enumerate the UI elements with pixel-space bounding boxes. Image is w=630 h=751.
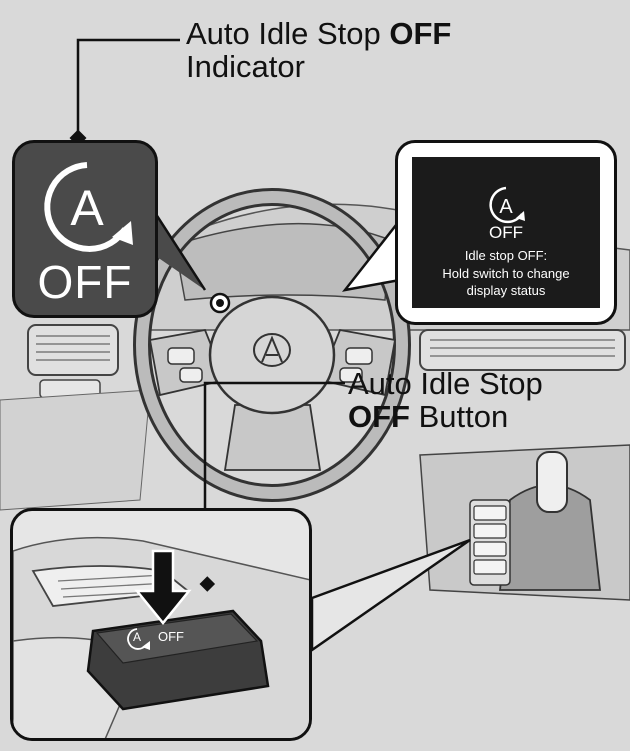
display-message: Idle stop OFF: Hold switch to change dis… [412,247,600,300]
icon-letter: A [499,196,513,218]
press-down-arrow [134,549,192,625]
button-callout: Auto Idle Stop OFF Button [348,366,543,434]
display-message-line2: Hold switch to change [442,265,570,281]
display-off-label: OFF [489,223,523,242]
indicator-callout-line1: Auto Idle Stop OFF [186,16,452,51]
auto-idle-stop-icon: A [485,185,527,227]
auto-idle-stop-icon: A [37,157,137,257]
button-inset: A OFF [10,508,312,741]
icon-letter: A [70,180,104,236]
indicator-callout: Auto Idle Stop OFF Indicator [186,16,452,84]
button-callout-line1: Auto Idle Stop [348,366,543,401]
display-message-line3: display status [466,283,546,299]
button-closeup-illustration: A OFF [13,536,309,738]
display-panel: A OFF Idle stop OFF: Hold switch to chan… [395,140,617,325]
button-callout-line2: OFF Button [348,398,509,434]
display-message-line1: Idle stop OFF: [464,248,548,263]
auto-idle-stop-icon: A [127,628,150,650]
indicator-tile: A OFF [12,140,158,318]
indicator-callout-line2: Indicator [186,48,305,84]
indicator-off-label: OFF [37,256,133,308]
display-screen: A OFF Idle stop OFF: Hold switch to chan… [412,157,600,308]
button-off-label: OFF [158,629,184,644]
icon-letter: A [133,630,141,644]
